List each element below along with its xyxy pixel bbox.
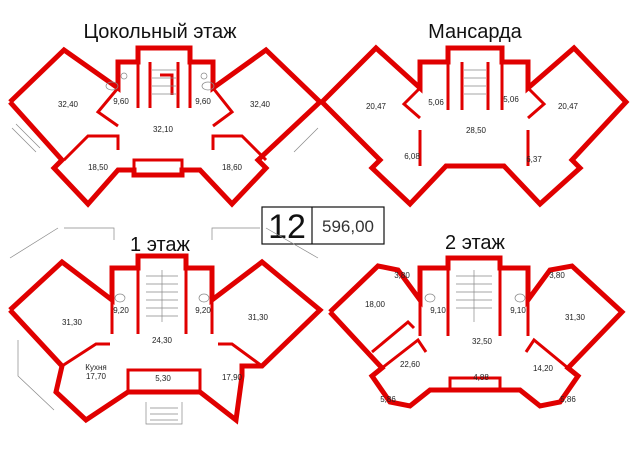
room-area: 6,37: [526, 155, 542, 164]
attic-title: Мансарда: [428, 21, 523, 43]
room-area: 5,06: [428, 98, 444, 107]
room-area: 18,60: [222, 163, 243, 172]
room-area: 18,50: [88, 163, 109, 172]
room-area: 9,60: [195, 97, 211, 106]
room-area: 32,10: [153, 125, 174, 134]
room-area: 18,00: [365, 300, 386, 309]
room-area: 9,20: [113, 306, 129, 315]
room-area: 3,80: [549, 271, 565, 280]
room-area: 31,30: [248, 313, 269, 322]
room-area: 9,10: [510, 306, 526, 315]
room-area: 14,20: [533, 364, 554, 373]
summary-badge: 12 596,00: [261, 206, 385, 246]
room-area: 5,86: [560, 395, 576, 404]
room-area: 9,60: [113, 97, 129, 106]
room-area: 20,47: [366, 102, 387, 111]
floor1-title: 1 этаж: [130, 234, 191, 256]
project-number: 12: [268, 208, 306, 246]
room-area: 32,40: [58, 100, 79, 109]
attic-plan: Мансарда 20,47 5,06 5,06 20,47 28,50 6,0…: [320, 21, 630, 208]
floor1-plan: 1 этаж 9,20 9,20 31,30 31,30 24,30: [8, 227, 324, 425]
total-area: 596,00: [322, 217, 374, 236]
room-area: 17,90: [222, 373, 243, 382]
room-area: 3,80: [394, 271, 410, 280]
basement-title: Цокольный этаж: [83, 21, 237, 43]
room-area: 28,50: [466, 126, 487, 135]
room-area: 24,30: [152, 336, 173, 345]
room-area: 4,88: [473, 373, 489, 382]
room-area: 5,86: [380, 395, 396, 404]
room-area: 31,30: [62, 318, 83, 327]
room-area: 9,20: [195, 306, 211, 315]
basement-plan: Цокольный этаж 32,40 9,60 9,60 32,40 32,…: [8, 21, 324, 208]
room-area: 9,10: [430, 306, 446, 315]
room-area: 6,08: [404, 152, 420, 161]
room-area: 5,06: [503, 95, 519, 104]
room-label-kitchen: Кухня: [85, 363, 106, 372]
room-area: 17,70: [86, 372, 107, 381]
room-area: 5,30: [155, 374, 171, 383]
room-area: 32,50: [472, 337, 493, 346]
room-area: 32,40: [250, 100, 271, 109]
floor2-plan: 2 этаж 3,80 3,80 18,00 9,10 9,10 31,30 3…: [328, 232, 626, 409]
room-area: 31,30: [565, 313, 586, 322]
floor2-title: 2 этаж: [445, 232, 506, 254]
room-area: 20,47: [558, 102, 579, 111]
room-area: 22,60: [400, 360, 421, 369]
